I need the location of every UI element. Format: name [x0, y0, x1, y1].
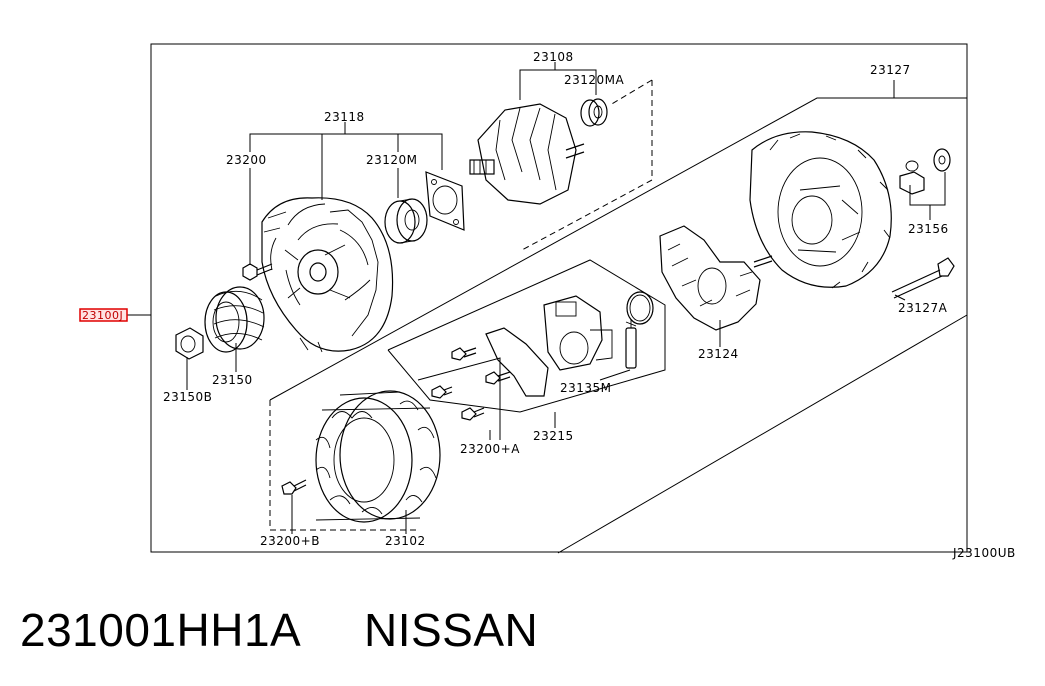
label-23102[interactable]: 23102 [385, 534, 426, 548]
bracket-rear-housing [269, 97, 968, 554]
through-bolt-23127a[interactable] [891, 257, 955, 299]
label-23200[interactable]: 23200 [226, 153, 267, 167]
label-23118[interactable]: 23118 [324, 110, 365, 124]
pulley-nut-23150b[interactable] [175, 327, 204, 360]
retainer-plate[interactable] [425, 171, 465, 231]
dashed-leader-23120ma [609, 79, 653, 106]
label-23200b[interactable]: 23200+B [260, 534, 320, 548]
terminal-nut-23156[interactable] [899, 148, 951, 195]
assembly-hotspot-box[interactable] [79, 308, 128, 322]
label-23120ma[interactable]: 23120MA [564, 73, 625, 87]
label-23124[interactable]: 23124 [698, 347, 739, 361]
leader-23135m [599, 369, 631, 381]
label-23215[interactable]: 23215 [533, 429, 574, 443]
stator-23102[interactable] [315, 390, 441, 523]
regulator-box [387, 259, 666, 413]
brush-23135m[interactable] [625, 320, 637, 369]
assembly-hotspot-label[interactable]: 23100J [82, 309, 123, 322]
label-23150b[interactable]: 23150B [163, 390, 212, 404]
leader-23127a [894, 294, 906, 301]
regulator-screw-2[interactable] [485, 371, 511, 385]
label-23150[interactable]: 23150 [212, 373, 253, 387]
bolt-23200[interactable] [242, 263, 273, 281]
rear-housing-23127[interactable] [749, 131, 892, 289]
rectifier-23124[interactable] [659, 225, 773, 331]
bracket-23156 [909, 172, 946, 206]
bracket-23108 [519, 69, 597, 100]
screw-23200a-2[interactable] [461, 407, 485, 421]
label-23120m[interactable]: 23120M [366, 153, 418, 167]
front-housing-23118[interactable] [261, 197, 394, 353]
pulley-23150[interactable] [204, 286, 265, 353]
label-23127[interactable]: 23127 [870, 63, 911, 77]
label-23108[interactable]: 23108 [533, 50, 574, 64]
bearing-23120ma[interactable] [580, 98, 608, 127]
bracket-23200a [417, 357, 501, 440]
regulator-screw-1[interactable] [451, 347, 477, 361]
bracket-23118 [249, 133, 443, 170]
screw-23200a-1[interactable] [431, 385, 453, 399]
label-23127a[interactable]: 23127A [898, 301, 948, 315]
label-23156[interactable]: 23156 [908, 222, 949, 236]
o-ring[interactable] [626, 291, 654, 325]
bearing-23120m[interactable] [384, 198, 428, 244]
screw-23200b[interactable] [281, 479, 307, 495]
regulator-23215[interactable] [485, 295, 613, 397]
diagram-code: J23100UB [952, 546, 1016, 560]
label-23135m[interactable]: 23135M [560, 381, 612, 395]
dashed-bracket-stator [269, 400, 420, 531]
label-23200a[interactable]: 23200+A [460, 442, 520, 456]
dashed-bracket-rotor [521, 80, 653, 251]
part-number: 231001HH1A [20, 604, 301, 656]
rotor-23108[interactable] [469, 103, 585, 205]
brand-name: NISSAN [364, 604, 538, 656]
